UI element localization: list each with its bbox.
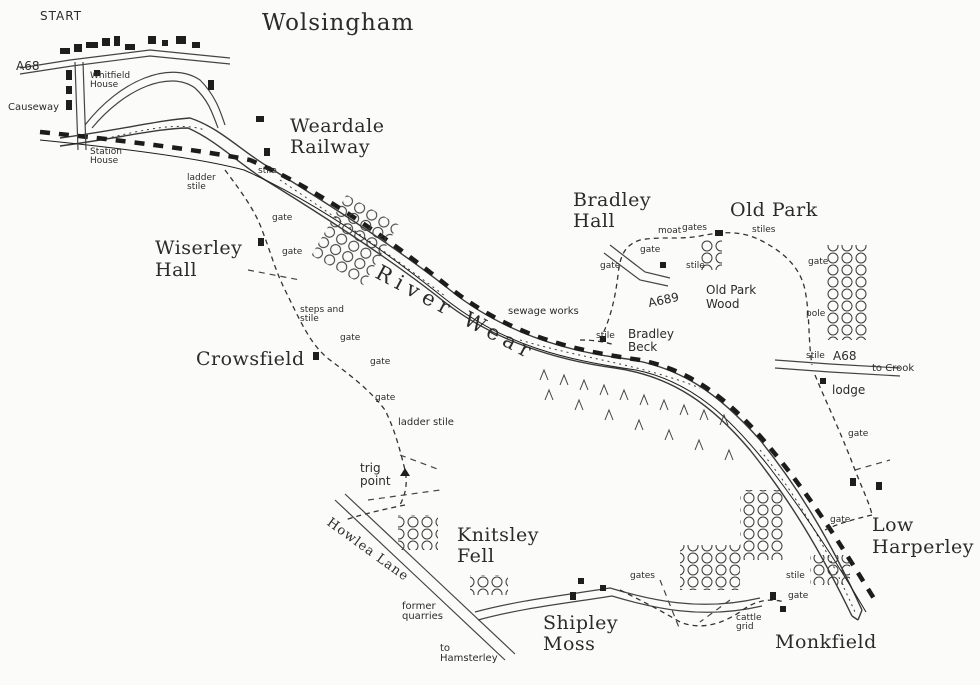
footpath-route bbox=[224, 169, 873, 627]
route-buildings bbox=[258, 230, 882, 612]
monkfield-label: Monkfield bbox=[775, 631, 877, 653]
station-house-label: Station House bbox=[90, 148, 122, 166]
weardale-railway-label: Weardale Railway bbox=[290, 116, 384, 158]
knitsley-fell-line2: Fell bbox=[457, 544, 495, 567]
conifer-plantation bbox=[539, 368, 734, 461]
whitfield-house-label: Whitfield House bbox=[90, 72, 130, 90]
trig-point-line2: point bbox=[360, 474, 391, 489]
old-park-wood-label: Old Park Wood bbox=[706, 283, 757, 312]
trig-point-line1: trig bbox=[360, 461, 381, 475]
to-hamsterley-line2: Hamsterley bbox=[440, 653, 498, 664]
steps-and-stile-label: steps and stile bbox=[300, 306, 344, 324]
ladder-stile-1-line1: ladder bbox=[187, 173, 216, 183]
gate-w4-label: gate bbox=[370, 357, 391, 367]
old-park-wood-line2: Wood bbox=[706, 296, 740, 311]
whitfield-house-line1: Whitfield bbox=[90, 71, 131, 81]
trig-point-label: trig point bbox=[360, 461, 391, 489]
weardale-railway-line1: Weardale bbox=[290, 115, 385, 137]
former-quarries-label: former quarries bbox=[402, 602, 443, 622]
stile-rail-label: stile bbox=[258, 166, 277, 176]
road-a68-nw: A68 bbox=[16, 59, 40, 73]
field-boundaries bbox=[247, 269, 891, 631]
ladder-stile-1-line2: stile bbox=[187, 182, 206, 192]
bradley-hall-line1: Bradley bbox=[573, 189, 652, 211]
low-harperley-label: Low Harperley bbox=[872, 514, 975, 559]
roads bbox=[19, 49, 901, 661]
ladder-stile-2-label: ladder stile bbox=[398, 417, 454, 428]
shipley-moss-label: Shipley Moss bbox=[543, 613, 618, 655]
gate-w3-label: gate bbox=[340, 333, 361, 343]
station-house-line1: Station bbox=[90, 147, 122, 157]
shipley-moss-line1: Shipley bbox=[543, 612, 619, 634]
gate-bh1-label: gate bbox=[600, 261, 621, 271]
road-a68-e: A68 bbox=[833, 349, 857, 363]
gate-mk-label: gate bbox=[788, 591, 809, 601]
gate-lh-label: gate bbox=[830, 515, 851, 525]
to-crook-label: to Crook bbox=[872, 363, 915, 374]
stile-sw-label: stile bbox=[596, 331, 615, 341]
knitsley-fell-label: Knitsley Fell bbox=[457, 525, 539, 567]
stile-bh-label: stile bbox=[686, 261, 705, 271]
gate-w2-label: gate bbox=[282, 247, 303, 257]
bradley-hall-line2: Hall bbox=[573, 209, 616, 232]
gates-sm-label: gates bbox=[630, 571, 655, 581]
pole-label: pole bbox=[806, 309, 826, 319]
former-quarries-line2: quarries bbox=[402, 611, 444, 622]
gate-w1-label: gate bbox=[272, 213, 293, 223]
gate-bh2-label: gate bbox=[640, 245, 661, 255]
cattle-grid-label: cattle grid bbox=[736, 614, 762, 632]
whitfield-house-line2: House bbox=[90, 80, 119, 90]
steps-and-stile-line2: stile bbox=[300, 314, 319, 324]
steps-and-stile-line1: steps and bbox=[300, 305, 344, 315]
wiserley-hall-label: Wiserley Hall bbox=[155, 237, 243, 282]
gate-w5-label: gate bbox=[375, 393, 396, 403]
knitsley-fell-line1: Knitsley bbox=[457, 524, 539, 546]
gate-lodge-label: gate bbox=[848, 429, 869, 439]
lodge-label: lodge bbox=[832, 383, 866, 397]
bradley-beck-line1: Bradley bbox=[628, 327, 674, 341]
stile-a68-label: stile bbox=[806, 351, 825, 361]
former-quarries-line1: former bbox=[402, 601, 436, 612]
to-hamsterley-label: to Hamsterley bbox=[440, 644, 498, 664]
woodland bbox=[311, 194, 868, 595]
moat-label: moat bbox=[658, 226, 682, 236]
shipley-moss-line2: Moss bbox=[543, 632, 596, 655]
cattle-grid-line1: cattle bbox=[736, 613, 762, 623]
to-hamsterley-line1: to bbox=[440, 643, 451, 654]
gate-op-label: gate bbox=[808, 257, 829, 267]
bradley-beck-line2: Beck bbox=[628, 340, 658, 355]
cattle-grid-line2: grid bbox=[736, 622, 754, 632]
weardale-railway bbox=[39, 129, 880, 613]
weardale-railway-line2: Railway bbox=[290, 135, 371, 158]
bradley-hall-label: Bradley Hall bbox=[573, 190, 651, 232]
stiles-bh-label: stiles bbox=[752, 225, 776, 235]
bradley-beck-label: Bradley Beck bbox=[628, 327, 674, 355]
ladder-stile-1-label: ladder stile bbox=[187, 174, 216, 192]
low-harperley-line2: Harperley bbox=[872, 535, 975, 558]
old-park-label: Old Park bbox=[730, 199, 818, 221]
station-house-line2: House bbox=[90, 156, 119, 166]
causeway-label: Causeway bbox=[8, 102, 60, 113]
gates-bh-label: gates bbox=[682, 223, 707, 233]
crowsfield-label: Crowsfield bbox=[196, 348, 305, 370]
map-title: Wolsingham bbox=[262, 10, 415, 36]
stile-mk-label: stile bbox=[786, 571, 805, 581]
low-harperley-line1: Low bbox=[872, 514, 914, 536]
wiserley-hall-line2: Hall bbox=[155, 258, 198, 281]
start-label: START bbox=[40, 9, 83, 23]
old-park-wood-line1: Old Park bbox=[706, 283, 757, 297]
sewage-works-label: sewage works bbox=[508, 306, 579, 317]
wolsingham-buildings bbox=[60, 36, 270, 156]
wiserley-hall-line1: Wiserley bbox=[155, 237, 243, 259]
